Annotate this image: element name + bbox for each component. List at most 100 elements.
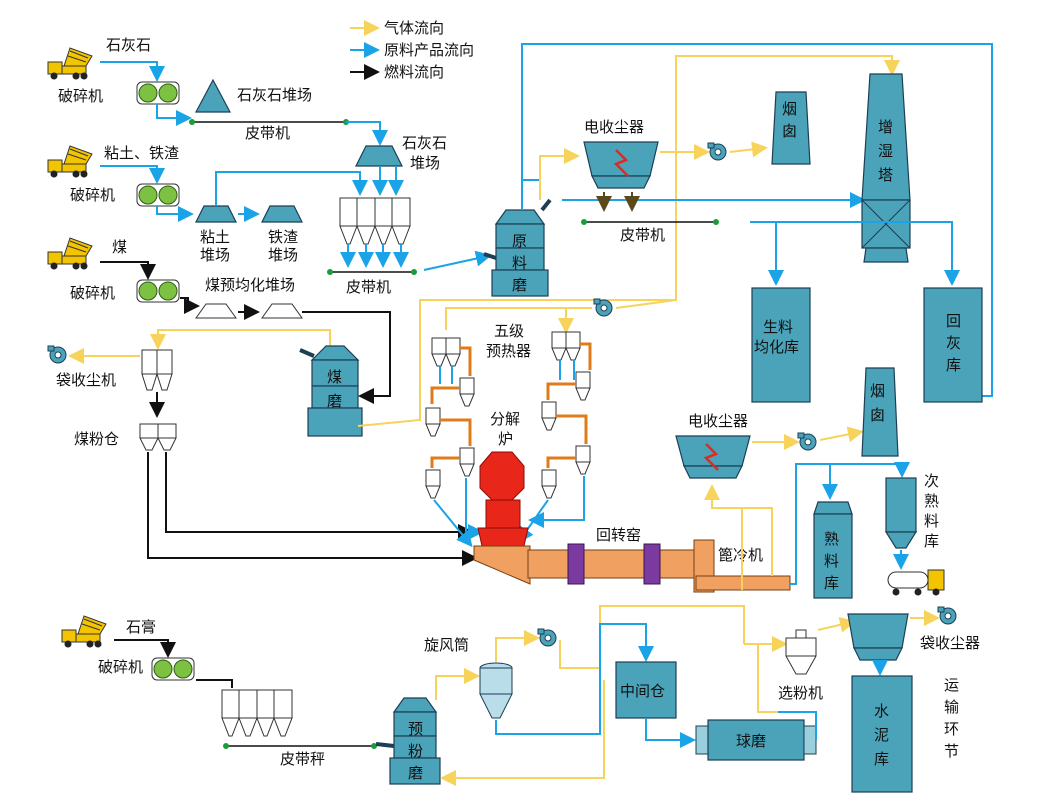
cyclone-fan-icon xyxy=(537,628,557,647)
pre-mill-label-b: 粉 xyxy=(408,742,423,760)
clay-yard-label-b: 堆场 xyxy=(200,246,230,264)
raw-batch-silos xyxy=(339,197,411,245)
limestone-yard2-label-a: 石灰石 xyxy=(402,134,447,152)
bag-filter-unit xyxy=(141,349,173,391)
clinker-label-c: 库 xyxy=(824,574,839,592)
sub-clinker-silo xyxy=(884,477,918,549)
esp-lower-fan-icon xyxy=(797,432,817,451)
chimney-top xyxy=(771,91,811,165)
ash-silo-label-a: 回 xyxy=(946,312,961,330)
coal-powder-bin-label: 煤粉仓 xyxy=(74,430,119,448)
fan-loop-gas-line xyxy=(559,605,745,669)
coal-mill-label-b: 磨 xyxy=(327,392,342,410)
chimney-lower-label-b: 囱 xyxy=(870,406,885,424)
clay-crusher-label: 破碎机 xyxy=(70,186,115,204)
limestone-label: 石灰石 xyxy=(106,36,151,54)
clay-yard-label-a: 粘土 xyxy=(200,228,230,246)
weigh-belt-label: 皮带秤 xyxy=(280,750,325,768)
cyclone-label: 旋风筒 xyxy=(424,636,469,654)
limestone-yard-label: 石灰石堆场 xyxy=(237,86,312,104)
chimney-lower xyxy=(861,367,899,457)
mill-to-filter-gas-line xyxy=(150,329,331,350)
coal-to-calciner-line xyxy=(165,452,474,540)
limestone-yard2-icon xyxy=(355,145,403,167)
coal-to-kiln-line xyxy=(147,452,478,566)
belt-to-raw-mill-line xyxy=(423,250,492,271)
slag-yard-icon xyxy=(261,205,303,223)
cooler-to-clinker-line xyxy=(790,462,910,585)
esp-lower-label: 电收尘器 xyxy=(688,412,748,430)
separator xyxy=(785,629,817,675)
ash-return-loop-line xyxy=(521,43,993,397)
belt-roller xyxy=(189,119,195,125)
pre-mill-to-cyclone-line xyxy=(435,668,480,700)
fan-to-chimney-line xyxy=(729,141,768,158)
transport-label-a: 运 xyxy=(944,676,959,694)
humidifier-label-a: 增 xyxy=(878,118,893,136)
limestone-crusher-icon xyxy=(136,81,180,105)
ash-silo-label-c: 库 xyxy=(946,356,961,374)
pre-mill-label-c: 磨 xyxy=(408,764,423,782)
raw-mill-label-c: 磨 xyxy=(512,276,527,294)
raw-mill xyxy=(483,198,552,297)
preheater-to-calciner-line xyxy=(465,478,484,540)
cyclone-to-fan-line xyxy=(495,630,540,662)
esp-fan-icon xyxy=(707,142,727,161)
limestone-feed-line xyxy=(100,61,165,82)
coal-feed-line xyxy=(100,261,156,280)
return-to-pre-mill-line xyxy=(440,680,605,786)
preheater-r-to-calciner-line xyxy=(528,476,585,528)
bag-filter-label: 袋收尘机 xyxy=(56,371,116,389)
clinker-silo xyxy=(813,501,853,599)
fan-to-chimney2-line xyxy=(819,426,864,443)
cement-silo-label-a: 水 xyxy=(874,702,889,720)
ash-silo xyxy=(923,287,983,403)
calciner-label-a: 分解 xyxy=(490,410,520,428)
preheater-fan-icon xyxy=(593,298,613,317)
gypsum-crusher-icon xyxy=(151,657,195,681)
cement-silo-label-b: 泥 xyxy=(874,726,889,744)
humidifier-tower xyxy=(861,73,911,263)
sub-clinker-label-a: 次 xyxy=(924,472,939,490)
coal-mill-label-a: 煤 xyxy=(327,368,342,386)
coal-yard-icon-2 xyxy=(261,303,303,319)
raw-mill-label-a: 原 xyxy=(512,232,527,250)
cement-silo-label-c: 库 xyxy=(874,750,889,768)
clay-to-yard-line xyxy=(156,206,194,222)
raw-mill-out-line xyxy=(522,176,541,181)
clay-truck-icon xyxy=(47,145,93,178)
preheater-label-b: 预热器 xyxy=(486,342,531,360)
chimney-top-label-b: 囱 xyxy=(782,122,797,140)
coal-powder-bin xyxy=(139,423,177,451)
gas-to-humidifier-line xyxy=(675,55,900,300)
chimney-lower-label-a: 烟 xyxy=(870,382,885,400)
limestone-to-belt-line xyxy=(156,104,192,126)
ball-mill-label: 球磨 xyxy=(736,732,766,750)
ball-mill-out-line xyxy=(778,711,817,740)
gypsum-to-silo-line xyxy=(196,679,233,688)
bag-filter-2-fan-icon xyxy=(937,606,957,625)
slag-yard-label-a: 铁渣 xyxy=(268,228,298,246)
legend-gas-label: 气体流向 xyxy=(384,19,444,37)
pre-mill-label-a: 预 xyxy=(408,720,423,738)
belt-to-yard-line xyxy=(346,121,388,146)
raw-homo-label-a: 生料 xyxy=(763,318,793,336)
esp-top-label: 电收尘器 xyxy=(584,118,644,136)
coal-to-mill-line xyxy=(302,311,391,404)
humidifier-label-b: 湿 xyxy=(878,142,893,160)
gypsum-truck-icon xyxy=(61,615,107,648)
bag-filter-2 xyxy=(847,613,909,661)
to-ash-silo-line xyxy=(750,221,960,286)
belt-conveyor-2-label: 皮带机 xyxy=(346,278,391,296)
mill-to-separator-gas-line xyxy=(744,643,778,713)
calciner-label-b: 炉 xyxy=(498,430,513,448)
transport-label-b: 输 xyxy=(944,698,959,716)
clay-slag-label: 粘土、铁渣 xyxy=(104,144,179,162)
limestone-yard2-label-b: 堆场 xyxy=(410,154,440,172)
coal-yard-icon-1 xyxy=(195,303,237,319)
coal-crusher-icon xyxy=(136,279,180,303)
clinker-label-b: 料 xyxy=(824,552,839,570)
bag-filter-2-label: 袋收尘器 xyxy=(920,634,980,652)
clay-yard-icon xyxy=(195,205,237,223)
